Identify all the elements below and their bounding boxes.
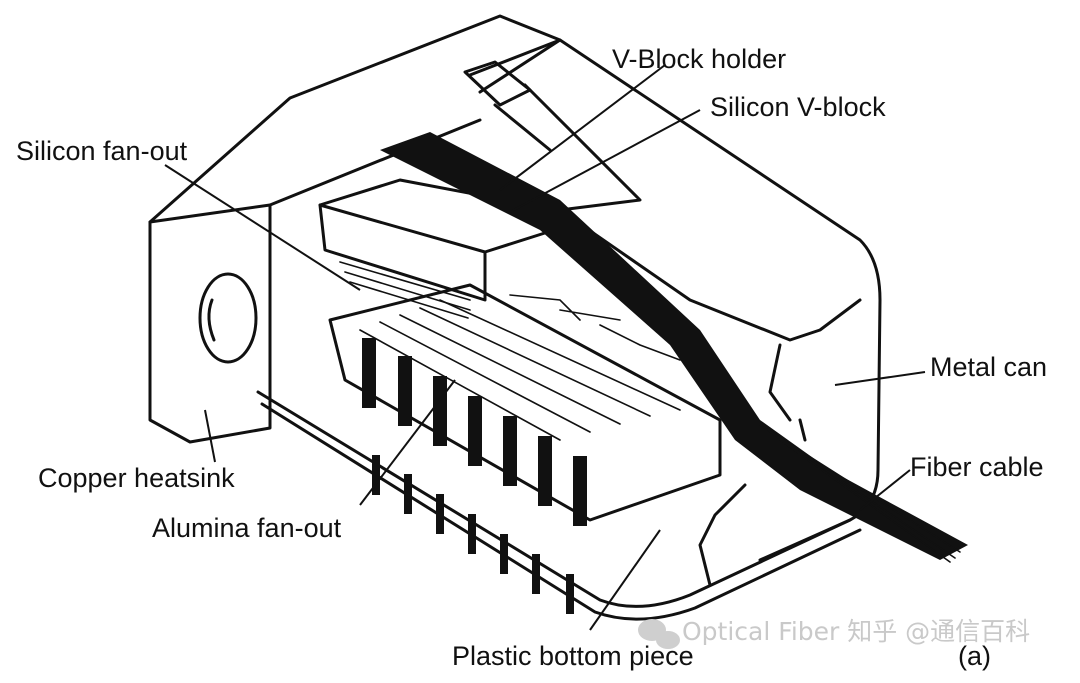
- label-alumina-fan-out: Alumina fan-out: [152, 513, 342, 543]
- leader-lines: [164, 64, 926, 631]
- label-metal-can: Metal can: [930, 352, 1047, 382]
- package-pins: [362, 338, 587, 614]
- watermark-text: Optical Fiber 知乎 @通信百科: [682, 617, 1030, 646]
- alumina-fan-out-substrate: [328, 283, 722, 522]
- copper-heatsink-body: [148, 14, 562, 444]
- heatsink-mounting-hole: [198, 272, 258, 364]
- fiber-cable-ribbon: [380, 132, 968, 563]
- label-copper-heatsink: Copper heatsink: [38, 463, 235, 493]
- watermark: Optical Fiber 知乎 @通信百科: [638, 617, 1030, 649]
- label-fiber-cable: Fiber cable: [910, 452, 1044, 482]
- label-silicon-v-block: Silicon V-block: [710, 92, 886, 122]
- label-plastic-bottom-piece: Plastic bottom piece: [452, 641, 694, 671]
- label-panel-tag: (a): [958, 641, 991, 671]
- wechat-icon: [638, 619, 680, 649]
- v-block-holder-body: [463, 60, 552, 152]
- plastic-bottom-piece-body: [256, 390, 862, 621]
- label-v-block-holder: V-Block holder: [612, 44, 786, 74]
- label-silicon-fan-out: Silicon fan-out: [16, 136, 188, 166]
